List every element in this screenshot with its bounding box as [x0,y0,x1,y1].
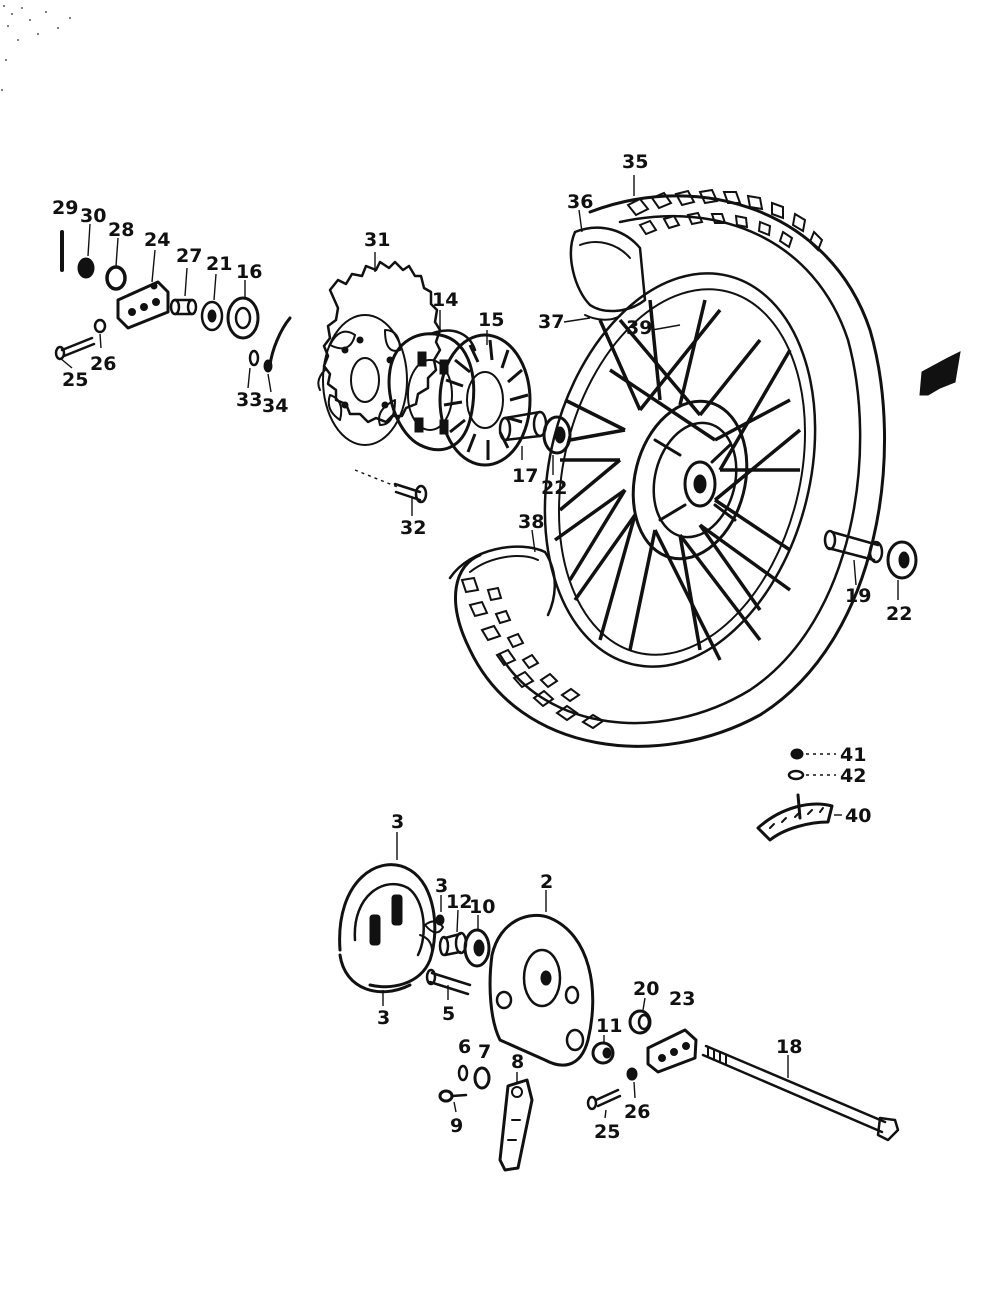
callout-25-bottom: 25 [594,1121,620,1143]
callout-40: 40 [845,805,871,827]
callout-29: 29 [52,197,78,219]
callout-33: 33 [236,389,262,411]
scan-noise [1,5,71,91]
sprocket-bolt [354,469,428,504]
washer-34 [263,359,273,373]
ring-13 [435,914,445,926]
spacer-19 [823,529,884,564]
bearing-22-right [886,540,918,580]
cam-lever [498,1078,534,1172]
adjuster-bolt-lower [586,1088,622,1111]
bearing [542,415,572,455]
brake-cam [425,968,472,996]
sprocket [317,260,442,446]
callout-10: 10 [469,896,495,918]
brake-panel [488,913,595,1067]
oil-seal-21 [200,300,224,332]
seal-6 [457,1064,469,1082]
callout-26-bottom: 26 [624,1101,650,1123]
callout-30: 30 [80,205,106,227]
nut-28 [105,265,127,291]
callout-23: 23 [669,988,695,1010]
tire-tread-bottom [460,576,605,730]
callout-5: 5 [442,1003,455,1025]
callout-3-small: 3 [435,875,448,897]
chain-adjuster-24 [116,280,170,330]
arrow-icon [919,351,961,396]
washer-7 [473,1066,491,1090]
callout-2: 2 [540,871,553,893]
callout-8: 8 [511,1051,524,1073]
chain-adjuster-23 [646,1028,698,1074]
adjuster-bolt [54,336,96,361]
callout-27: 27 [176,245,202,267]
callout-32: 32 [400,517,426,539]
callout-7: 7 [478,1041,491,1063]
spacer-11 [591,1041,615,1065]
leader-lines [59,175,899,1119]
callout-3-top: 3 [391,811,404,833]
callout-21: 21 [206,253,232,275]
spacer-27 [169,298,198,316]
callout-34: 34 [262,395,288,417]
callout-3-bottom: 3 [377,1007,390,1029]
callout-labels: 35 36 37 39 31 14 15 16 21 27 24 28 30 2… [52,151,912,1143]
callout-11: 11 [596,1015,622,1037]
callout-28: 28 [108,219,134,241]
nut-33 [248,349,260,367]
callout-25-top: 25 [62,369,88,391]
callout-12: 12 [446,891,472,913]
circlip [268,316,292,367]
callout-37: 37 [538,311,564,333]
callout-31: 31 [364,229,390,251]
spacer-20 [628,1009,652,1035]
callout-24: 24 [144,229,170,251]
callout-9: 9 [450,1115,463,1137]
rear-wheel [448,188,887,748]
brake-shoes [338,863,437,994]
callout-6: 6 [458,1036,471,1058]
bearing-16 [226,296,260,340]
callout-17: 17 [512,465,538,487]
callout-16: 16 [236,261,262,283]
washer-42 [787,769,805,781]
axle [701,1044,900,1142]
callout-35: 35 [622,151,648,173]
cap-30 [77,257,95,279]
callout-41: 41 [840,744,866,766]
bolt-9 [438,1089,468,1103]
callout-15: 15 [478,309,504,331]
wheel-spokes [553,299,802,661]
callout-20: 20 [633,978,659,1000]
nut-41 [790,748,804,760]
callout-42: 42 [840,765,866,787]
nut-26-lower [626,1067,638,1081]
cam-spring [424,920,444,934]
callout-19: 19 [845,585,871,607]
bearing-10 [463,928,491,968]
callout-22-left: 22 [541,477,567,499]
tire-tread-top [626,188,824,252]
hub-damper [438,333,532,467]
rim-lock [756,793,834,842]
callout-36: 36 [567,191,593,213]
callout-18: 18 [776,1036,802,1058]
callout-38: 38 [518,511,544,533]
callout-14: 14 [432,289,458,311]
nut-26 [93,318,107,334]
collar-12 [438,931,468,957]
callout-26-top: 26 [90,353,116,375]
callout-22-right: 22 [886,603,912,625]
callout-39: 39 [626,317,652,339]
